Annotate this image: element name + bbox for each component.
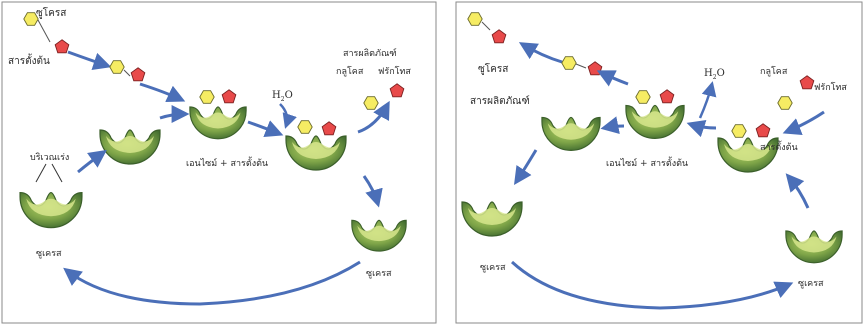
right-sucrose-label: ซูโครส [478, 62, 508, 75]
right-enzyme-label-1: ซูเครส [480, 263, 506, 273]
left-glucose-label: กลูโคส [336, 66, 364, 77]
left-sucrose-label: ซูโครส [36, 6, 66, 19]
left-substrate-label: สารตั้งต้น [8, 53, 50, 67]
right-products-label: สารผลิตภัณฑ์ [470, 95, 530, 107]
left-products-label: สารผลิตภัณฑ์ [343, 47, 397, 59]
glucose-icon [298, 121, 312, 134]
left-enzyme-label-1: ซูเครส [36, 249, 62, 259]
glucose-icon [732, 125, 746, 138]
left-panel: ซูโครส สารตั้งต้น เอนไซม์ + สารตั้งต้น H… [2, 2, 436, 323]
right-fructose-label: ฟรักโทส [814, 82, 847, 93]
right-glucose-label: กลูโคส [760, 66, 788, 77]
right-enzyme-label-2: ซูเครส [798, 279, 824, 289]
glucose-icon [636, 91, 650, 104]
glucose-icon [778, 97, 792, 110]
glucose-icon [364, 97, 378, 110]
glucose-icon [468, 13, 482, 26]
left-active-site-label: บริเวณเร่ง [30, 152, 69, 163]
glucose-icon [200, 91, 214, 104]
left-fructose-label: ฟรักโทส [378, 66, 411, 77]
left-enzyme-label-2: ซูเครส [366, 269, 392, 279]
right-panel: ซูโครส สารผลิตภัณฑ์ เอนไซม์ + สารตั้งต้น… [456, 2, 862, 323]
